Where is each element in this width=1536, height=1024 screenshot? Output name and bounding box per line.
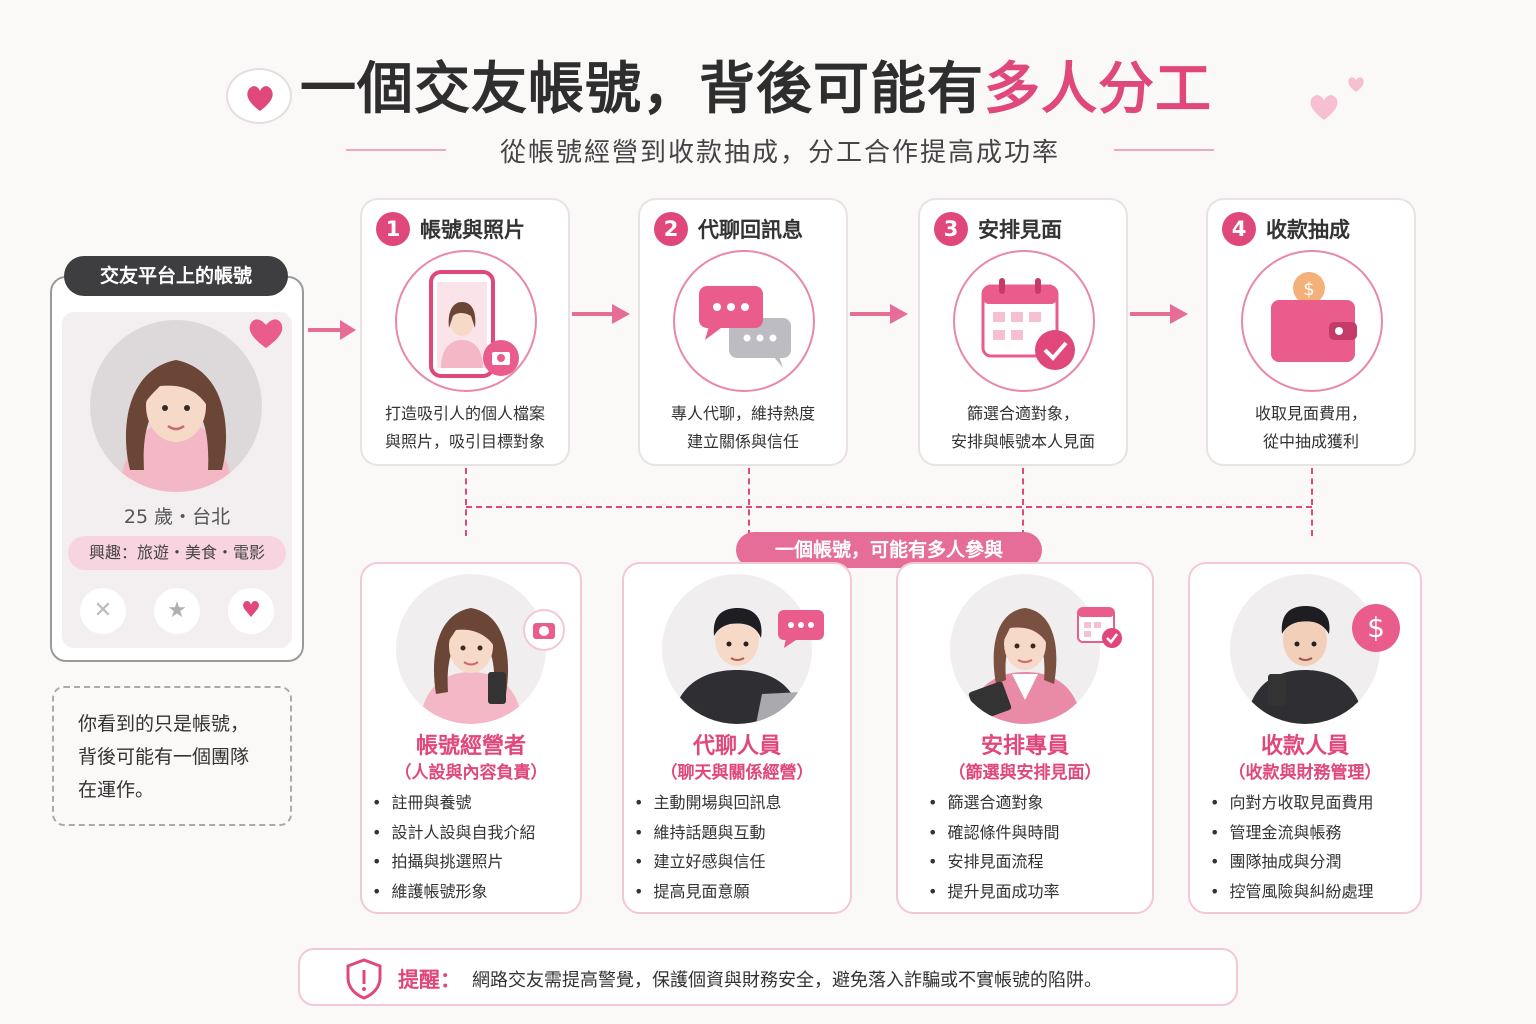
list-item: 管理金流與帳務 (1210, 818, 1373, 848)
role-card-1: 帳號經營者 （人設與內容負責） 註冊與養號 設計人設與自我介紹 拍攝與挑選照片 … (360, 562, 582, 914)
list-item: 設計人設與自我介紹 (372, 818, 535, 848)
list-item: 安排見面流程 (928, 847, 1059, 877)
svg-text:$: $ (1303, 279, 1314, 300)
cashier-figure (1230, 574, 1380, 724)
list-item: 註冊與養號 (372, 788, 535, 818)
list-item: 篩選合適對象 (928, 788, 1059, 818)
team-note: 你看到的只是帳號， 背後可能有一個團隊 在運作。 (52, 686, 292, 826)
arrow-right-icon (308, 320, 356, 340)
chat-bubbles-icon (673, 250, 815, 392)
dollar-coin-icon: $ (1352, 604, 1400, 652)
svg-text:$: $ (1367, 611, 1385, 644)
arrow-right-icon (850, 304, 908, 324)
close-icon[interactable]: ✕ (80, 588, 126, 634)
profile-heart-icon (249, 319, 283, 348)
step-card-1: 1 帳號與照片 打造吸引人的個人檔案與照片，吸引目標對象 (360, 198, 570, 466)
heart-icon[interactable]: ♥ (228, 588, 274, 634)
age-city: 25 歲・台北 (123, 506, 231, 528)
connector-line (748, 468, 750, 536)
list-item: 向對方收取見面費用 (1210, 788, 1373, 818)
role-subtitle: （聊天與關係經營） (660, 763, 814, 783)
role-title: 收款人員 (1260, 734, 1349, 759)
scheduler-figure (950, 574, 1100, 724)
reminder-text: 網路交友需提高警覺，保護個資與財務安全，避免落入詐騙或不實帳號的陷阱。 (472, 970, 1102, 991)
reminder-bar: 提醒： 網路交友需提高警覺，保護個資與財務安全，避免落入詐騙或不實帳號的陷阱。 (298, 948, 1238, 1006)
role-duty-list: 向對方收取見面費用 管理金流與帳務 團隊抽成與分潤 控管風險與糾紛處理 (1210, 788, 1373, 906)
role-duty-list: 篩選合適對象 確認條件與時間 安排見面流程 提升見面成功率 (928, 788, 1059, 906)
list-item: 主動開場與回訊息 (634, 788, 781, 818)
chat-heart-icon (226, 68, 292, 124)
list-item: 團隊抽成與分潤 (1210, 847, 1373, 877)
wallet-coin-icon: $ (1241, 250, 1383, 392)
role-card-4: $ 收款人員 （收款與財務管理） 向對方收取見面費用 管理金流與帳務 團隊抽成與… (1188, 562, 1422, 914)
calendar-check-icon (953, 250, 1095, 392)
role-card-3: 安排專員 （篩選與安排見面） 篩選合適對象 確認條件與時間 安排見面流程 提升見… (896, 562, 1154, 914)
step-number: 3 (934, 212, 968, 246)
reminder-label: 提醒： (398, 968, 461, 992)
chat-bubble-icon (778, 610, 824, 648)
step-desc: 打造吸引人的個人檔案與照片，吸引目標對象 (384, 404, 545, 451)
interests-badge: 興趣：旅遊・美食・電影 (68, 536, 286, 570)
role-subtitle: （收款與財務管理） (1228, 763, 1382, 783)
list-item: 建立好感與信任 (634, 847, 781, 877)
step-title: 帳號與照片 (420, 218, 525, 242)
step-title: 安排見面 (978, 218, 1062, 242)
shield-icon (346, 958, 382, 1000)
connector-line (465, 468, 467, 536)
connector-line (1022, 468, 1024, 536)
list-item: 確認條件與時間 (928, 818, 1059, 848)
list-item: 控管風險與糾紛處理 (1210, 877, 1373, 907)
role-duty-list: 主動開場與回訊息 維持話題與互動 建立好感與信任 提高見面意願 (634, 788, 781, 906)
list-item: 維持話題與互動 (634, 818, 781, 848)
connector-line (466, 506, 1312, 508)
step-desc: 收取見面費用，從中抽成獲利 (1254, 404, 1367, 451)
list-item: 提升見面成功率 (928, 877, 1059, 907)
step-number: 1 (376, 212, 410, 246)
role-card-2: 代聊人員 （聊天與關係經營） 主動開場與回訊息 維持話題與互動 建立好感與信任 … (622, 562, 852, 914)
chat-agent-figure (662, 574, 812, 724)
title-highlight: 多人分工 (984, 57, 1212, 122)
list-item: 拍攝與挑選照片 (372, 847, 535, 877)
step-title: 收款抽成 (1266, 218, 1350, 242)
avatar (90, 320, 262, 492)
connector-line (1311, 468, 1313, 536)
calendar-icon (1077, 607, 1122, 648)
subtitle: 從帳號經營到收款抽成，分工合作提高成功率 (499, 138, 1060, 168)
arrow-right-icon (572, 304, 630, 324)
step-desc: 篩選合適對象，安排與帳號本人見面 (950, 404, 1095, 451)
role-title: 代聊人員 (692, 734, 781, 759)
camera-icon (523, 609, 565, 651)
role-title: 安排專員 (980, 734, 1069, 759)
profile-tag: 交友平台上的帳號 (64, 256, 288, 296)
step-title: 代聊回訊息 (698, 218, 803, 242)
list-item: 提高見面意願 (634, 877, 781, 907)
phone-photo-icon (395, 250, 537, 392)
page-title: 一個交友帳號，背後可能有多人分工 (300, 57, 1212, 122)
step-desc: 專人代聊，維持熱度建立關係與信任 (670, 404, 815, 451)
step-card-3: 3 安排見面 篩選合適對象，安排與帳號本人見面 (918, 198, 1128, 466)
role-subtitle: （篩選與安排見面） (948, 763, 1102, 783)
step-card-4: 4 收款抽成 $ 收取見面費用，從中抽成獲利 (1206, 198, 1416, 466)
role-duty-list: 註冊與養號 設計人設與自我介紹 拍攝與挑選照片 維護帳號形象 (372, 788, 535, 906)
step-number: 2 (654, 212, 688, 246)
subtitle-line-left (346, 149, 446, 151)
role-subtitle: （人設與內容負責） (394, 763, 548, 783)
subtitle-line-right (1114, 149, 1214, 151)
step-card-2: 2 代聊回訊息 專人代聊，維持熱度建立關係與信任 (638, 198, 848, 466)
arrow-right-icon (1130, 304, 1188, 324)
hearts-decoration-icon (1310, 77, 1364, 120)
list-item: 維護帳號形象 (372, 877, 535, 907)
account-manager-figure (396, 574, 546, 724)
role-title: 帳號經營者 (415, 734, 526, 759)
star-icon[interactable]: ★ (154, 588, 200, 634)
step-number: 4 (1222, 212, 1256, 246)
